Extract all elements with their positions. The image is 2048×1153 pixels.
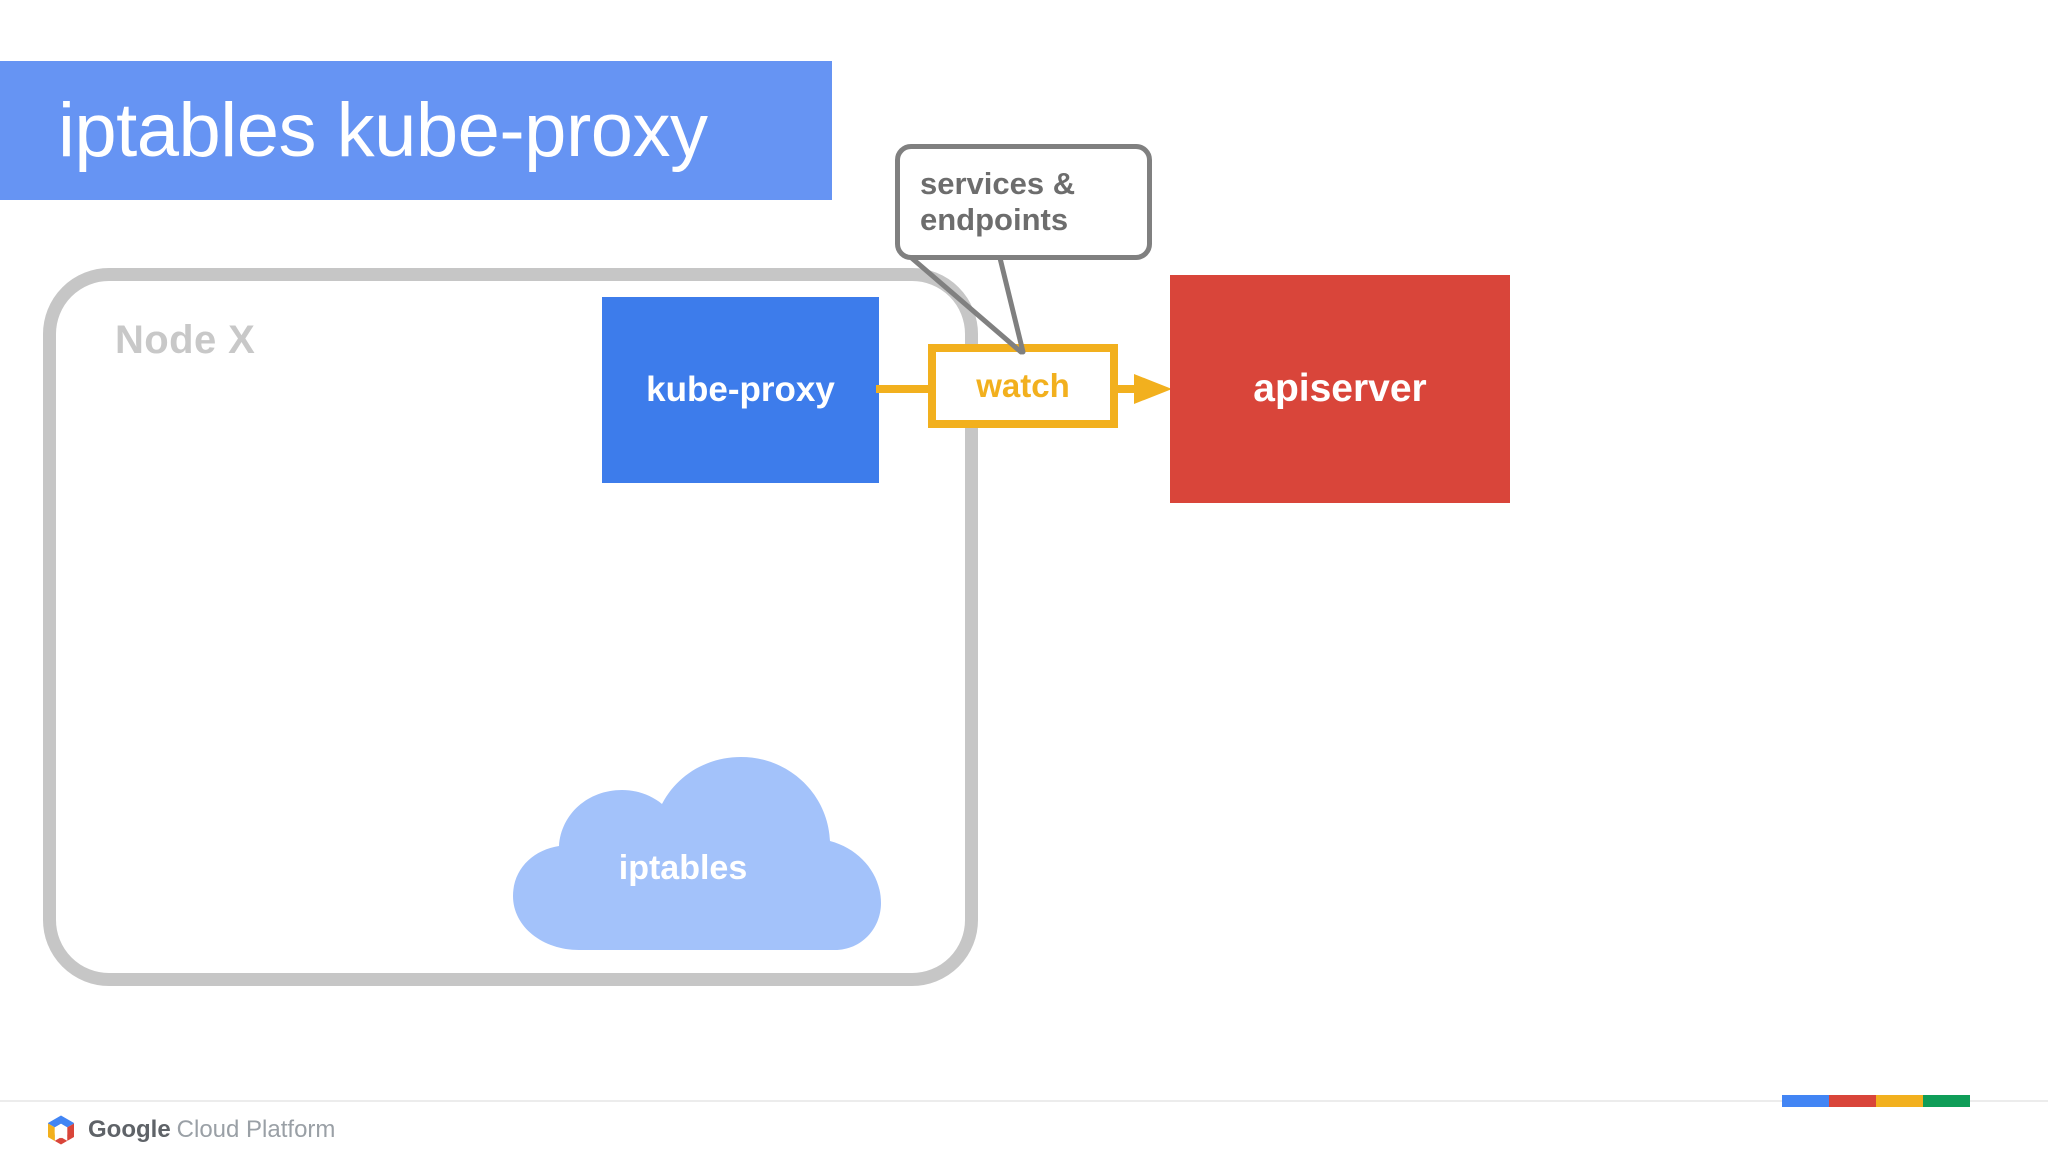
- watch-label: watch: [976, 367, 1070, 404]
- callout-line-2: endpoints: [920, 202, 1069, 237]
- iptables-label: iptables: [618, 849, 748, 887]
- node-boundary: [43, 268, 978, 986]
- footer-colorbar: [1782, 1095, 1970, 1107]
- callout-line-1: services &: [920, 165, 1076, 201]
- colorbar-segment-green: [1923, 1095, 1970, 1107]
- colorbar-segment-blue: [1782, 1095, 1829, 1107]
- arrow-right-icon: [1114, 374, 1172, 404]
- footer-divider: [0, 1100, 2048, 1102]
- iptables-cloud: iptables: [483, 757, 883, 952]
- apiserver-box: apiserver: [1170, 275, 1510, 503]
- kube-proxy-label: kube-proxy: [646, 370, 835, 409]
- kube-proxy-box: kube-proxy: [602, 297, 879, 483]
- colorbar-segment-red: [1829, 1095, 1876, 1107]
- gcp-google-text: Google: [88, 1116, 171, 1143]
- title-banner: iptables kube-proxy: [0, 61, 832, 200]
- services-endpoints-callout: services & endpoints: [895, 144, 1152, 260]
- gcp-platform-text: Cloud Platform: [176, 1116, 336, 1143]
- google-cloud-hexagon-icon: [48, 1115, 74, 1145]
- cloud-shape-icon: [513, 757, 881, 950]
- node-label: Node X: [115, 318, 256, 362]
- apiserver-label: apiserver: [1253, 367, 1427, 410]
- watch-box: watch: [928, 344, 1118, 428]
- page-title: iptables kube-proxy: [58, 87, 708, 173]
- colorbar-segment-yellow: [1876, 1095, 1923, 1107]
- kube-proxy-watch-connector: [876, 385, 929, 393]
